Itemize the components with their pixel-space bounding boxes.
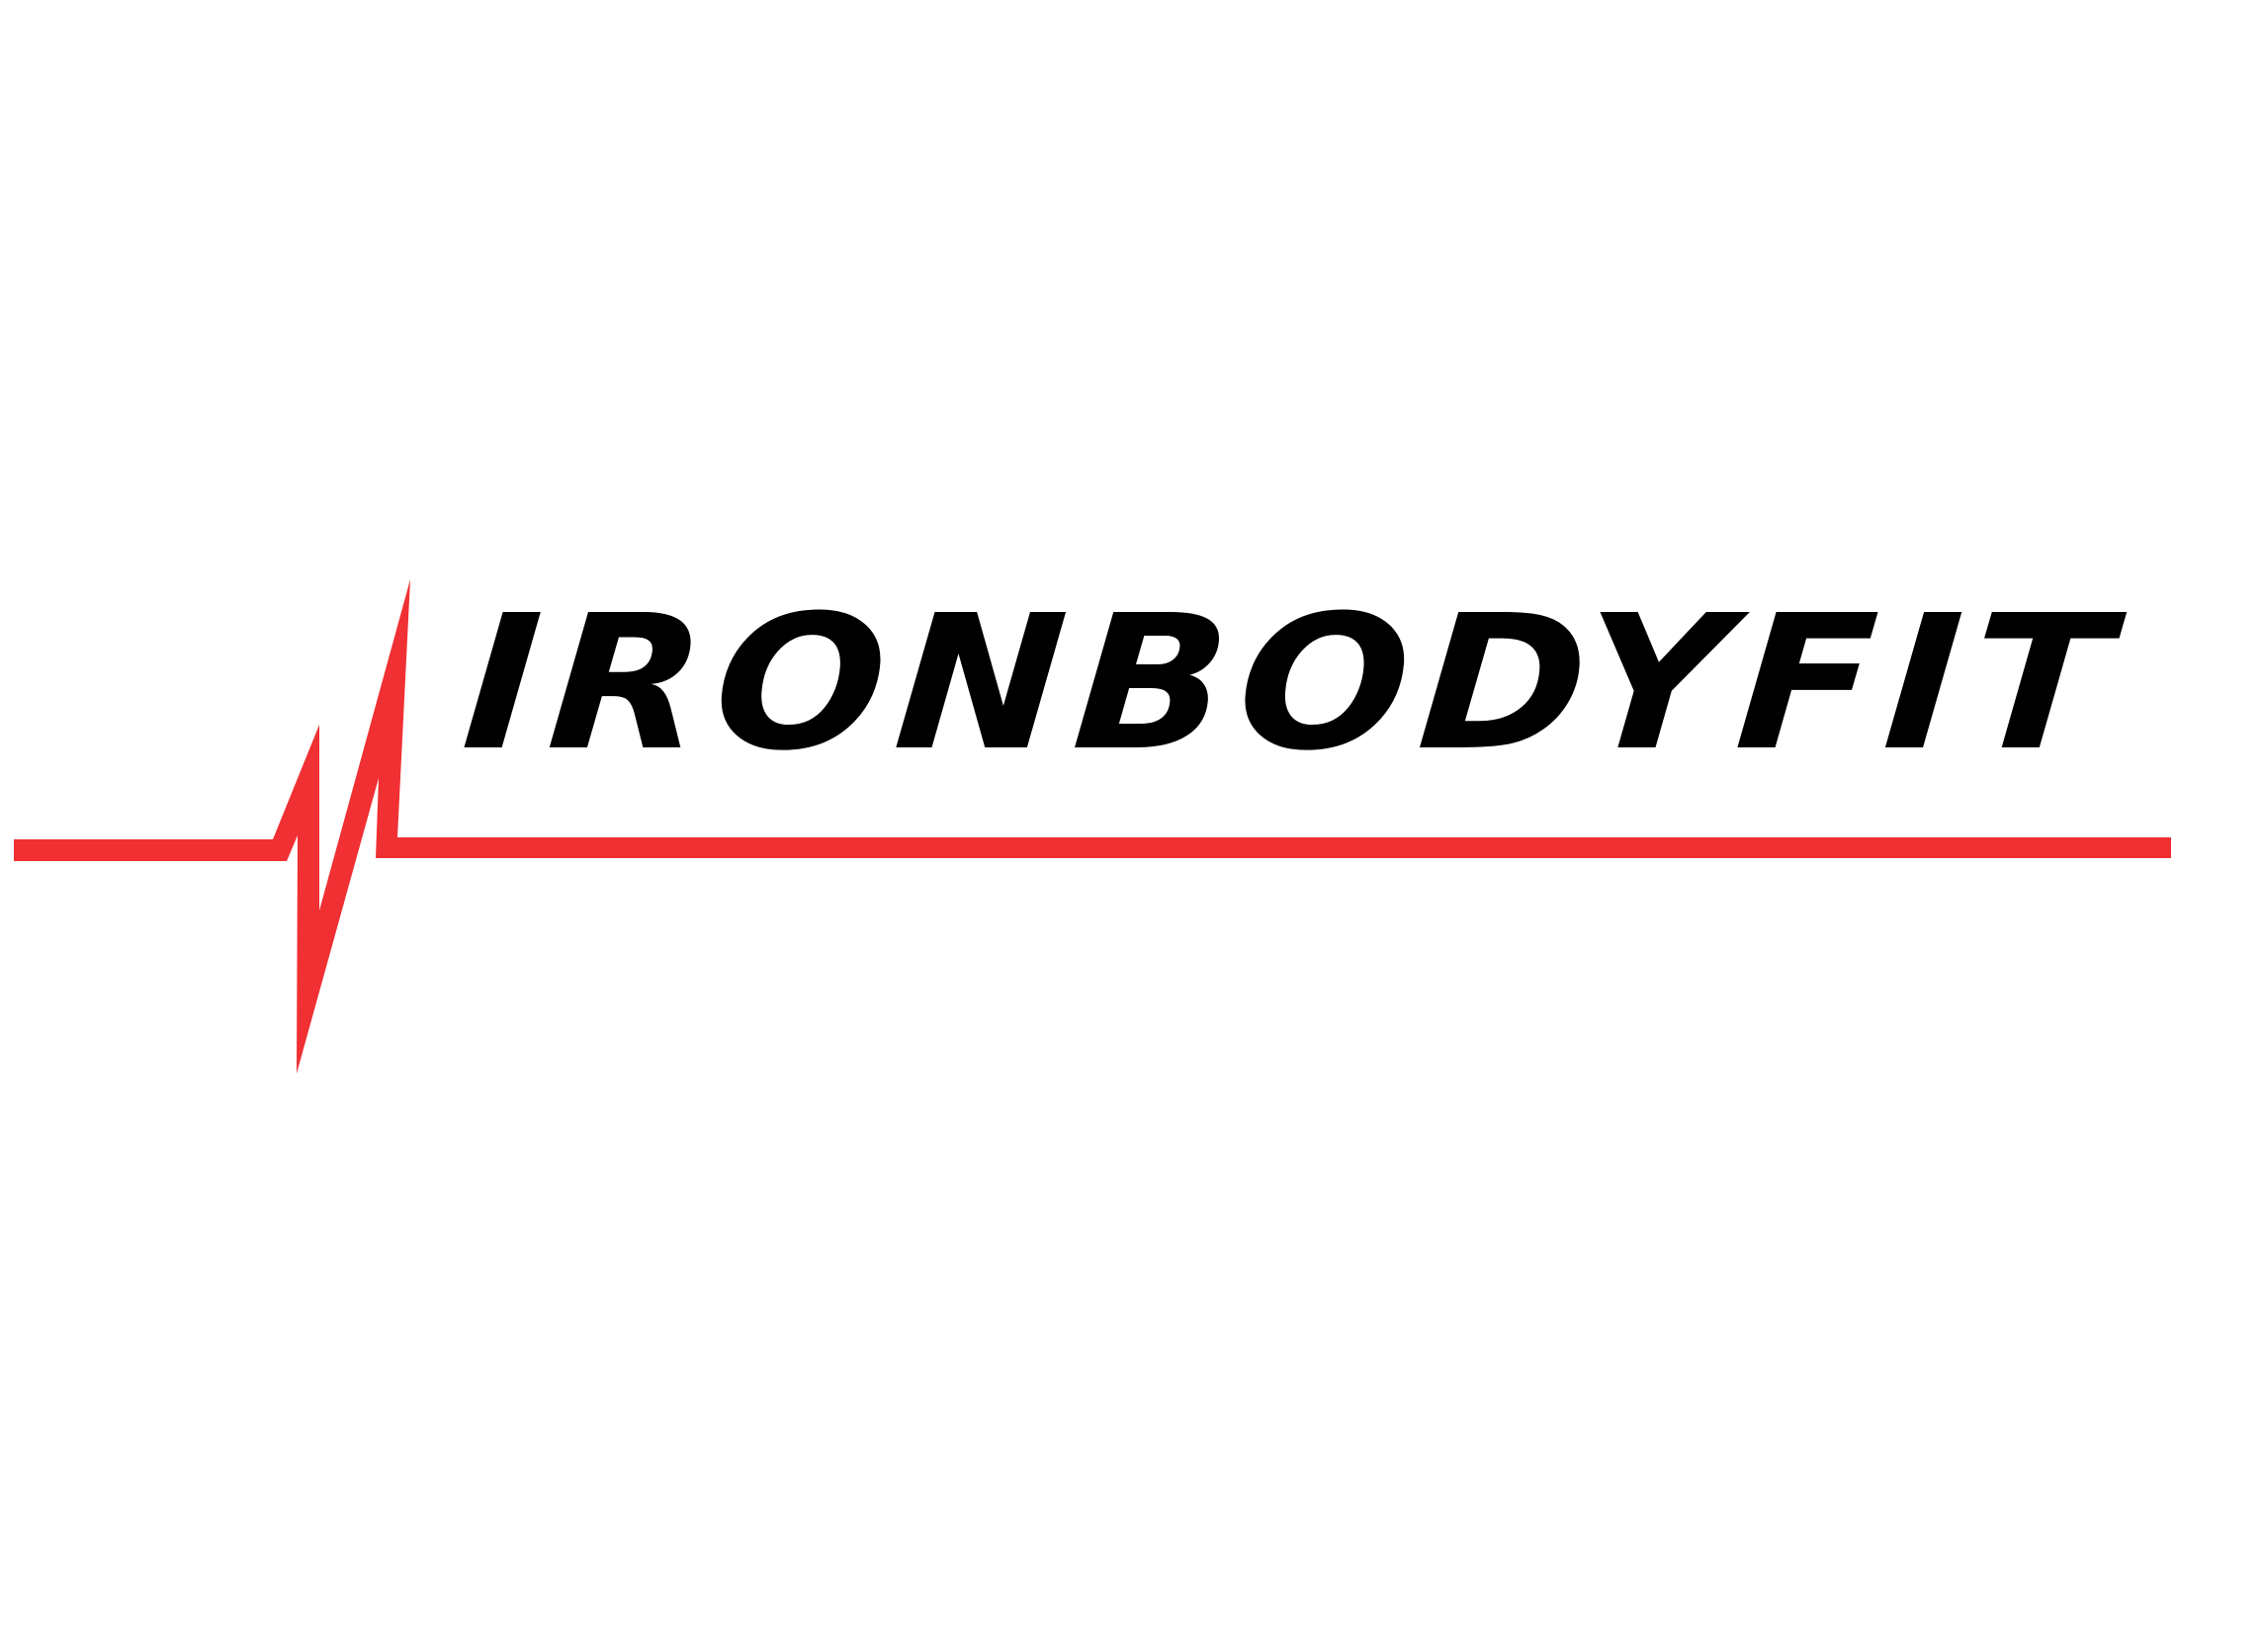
logo-wordmark: IRONBODYFIT xyxy=(456,575,2128,792)
